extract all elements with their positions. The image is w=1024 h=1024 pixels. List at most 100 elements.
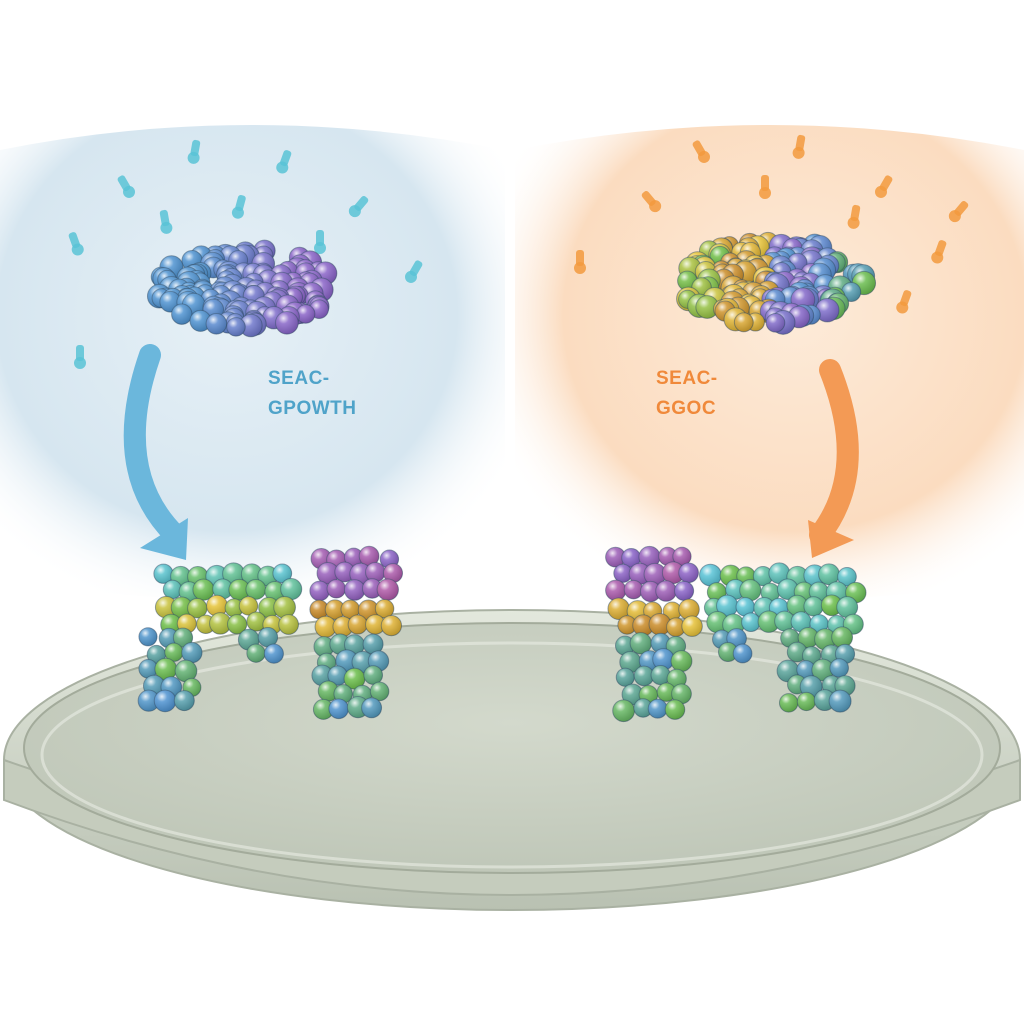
bead-shine [212, 579, 233, 599]
bead-shine [258, 597, 280, 618]
bead-shine [363, 665, 383, 685]
bead-shine [768, 562, 790, 584]
bead-shine [791, 611, 812, 632]
petri-dish [3, 609, 1021, 911]
bead-shine [718, 642, 738, 662]
bead-shine [344, 579, 365, 601]
bead-shine [227, 614, 247, 634]
bead-shine [313, 636, 335, 657]
left-label-line1: SEAC- [268, 368, 330, 389]
bead-shine [658, 547, 677, 566]
bead-shine [334, 562, 355, 582]
bead-shine [228, 579, 250, 601]
bead-shine [225, 598, 244, 617]
bead-shine [621, 548, 641, 568]
bead-shine [246, 644, 266, 663]
bead-shine [787, 642, 807, 662]
bead-shine [138, 627, 158, 646]
bead-shine [786, 595, 808, 616]
small-molecule-icon [74, 345, 86, 369]
bead-shine [651, 665, 671, 685]
bead-shine [154, 658, 177, 680]
bead-shine [359, 546, 379, 566]
bead-shine [309, 600, 329, 619]
bottom-assembly-3 [605, 545, 703, 723]
bead-shine [383, 563, 403, 583]
left-panel-background [0, 125, 505, 600]
bottom-assembly-1 [137, 562, 303, 713]
bead-shine [153, 564, 174, 584]
small-molecule-icon [117, 175, 135, 198]
bead-shine [831, 626, 853, 648]
bead-shine [226, 317, 246, 337]
small-molecule-icon [948, 200, 969, 223]
bead-shine [666, 617, 686, 637]
bead-shine [605, 547, 626, 567]
curved-arrow-down-left-icon [808, 359, 859, 558]
bead-shine [209, 612, 232, 635]
bead-shine [829, 658, 849, 678]
bead-shine [615, 636, 635, 656]
bead-shine [616, 668, 635, 687]
bead-shine [803, 596, 824, 617]
bead-shine [175, 660, 197, 682]
bead-shine [777, 578, 798, 600]
bead-shine [375, 599, 394, 618]
bead-shine [173, 628, 193, 648]
bead-shine [264, 644, 284, 664]
small-molecule-icon [159, 209, 173, 234]
bead-shine [138, 690, 160, 712]
curved-arrow-down-right-icon [123, 344, 188, 560]
bead-shine [836, 596, 858, 618]
bead-shine [361, 697, 382, 718]
bead-shine [327, 579, 346, 599]
bead-shine [605, 580, 627, 601]
small-molecule-icon [68, 232, 84, 256]
left-label-line2: GPOWTH [268, 398, 357, 419]
bead-shine [192, 579, 215, 601]
bead-shine [678, 599, 700, 620]
bead-shine [313, 699, 334, 720]
bead-shine [815, 298, 840, 322]
bead-shine [328, 699, 349, 719]
bead-shine [634, 666, 654, 686]
bead-shine [671, 684, 692, 704]
small-molecule-icon [574, 250, 586, 274]
bead-shine [671, 650, 692, 672]
bead-shine [206, 313, 227, 335]
bead-shine [766, 313, 785, 333]
bead-shine [363, 634, 384, 655]
bead-shine [154, 690, 176, 712]
bead-shine [617, 615, 637, 635]
bead-shine [340, 600, 360, 619]
bead-shine [264, 581, 285, 602]
bottom-assembly-2 [309, 545, 404, 720]
right-label-line2: GGOC [656, 398, 716, 419]
small-molecule-icon [314, 230, 326, 254]
bead-shine [206, 595, 228, 617]
bead-shine [258, 627, 278, 647]
bead-shine [181, 642, 203, 663]
left-protein-cluster [146, 239, 338, 338]
bead-shine [674, 581, 694, 601]
bead-shine [644, 563, 666, 586]
bead-shine [239, 314, 263, 337]
bead-shine [327, 665, 348, 686]
bead-shine [318, 681, 339, 702]
bead-shine [344, 548, 363, 567]
bead-shine [187, 598, 208, 618]
bead-shine [332, 616, 353, 637]
bead-shine [309, 581, 330, 601]
bottom-assembly-4 [699, 562, 867, 713]
bead-shine [365, 562, 386, 582]
bead-shine [311, 665, 333, 686]
bead-shine [245, 579, 266, 600]
bead-shine [655, 580, 677, 602]
bead-shine [657, 682, 676, 702]
bead-shine [365, 614, 386, 635]
small-molecule-icon [896, 290, 912, 314]
bead-shine [315, 616, 337, 638]
bead-shine [829, 690, 852, 713]
small-molecule-icon [692, 140, 710, 163]
bead-shine [716, 595, 738, 617]
